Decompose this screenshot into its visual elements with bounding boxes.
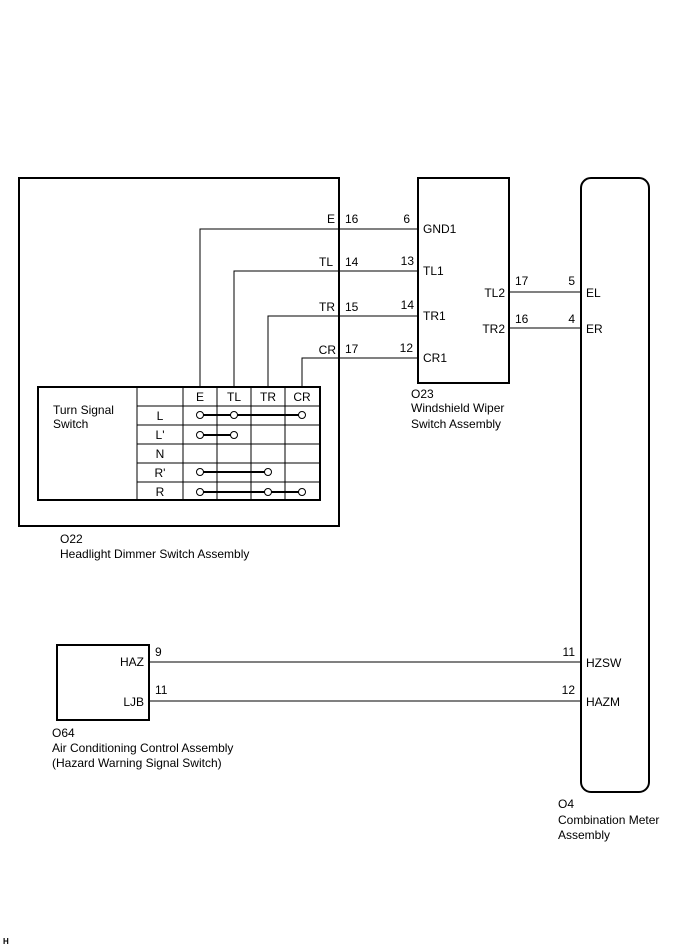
el-left-pin: 17 <box>515 274 529 288</box>
cr-left-pin: 17 <box>345 342 359 356</box>
o4-code: O4 <box>558 797 574 811</box>
tl1-terminal: TL1 <box>423 264 444 278</box>
ljb-left-pin: 11 <box>155 683 168 697</box>
tl-label: TL <box>319 255 333 269</box>
switch-col-tl: TL <box>227 390 241 404</box>
footer-mark: H <box>3 937 9 946</box>
tr2-terminal: TR2 <box>482 322 505 336</box>
o4-name-line1: Combination Meter <box>558 813 659 827</box>
switch-col-cr: CR <box>293 390 311 404</box>
e-right-pin: 6 <box>403 212 410 226</box>
haz-left-pin: 9 <box>155 645 162 659</box>
o22-name: Headlight Dimmer Switch Assembly <box>60 547 249 561</box>
o23-box <box>417 177 510 384</box>
tr1-terminal: TR1 <box>423 309 446 323</box>
tr-left-pin: 15 <box>345 300 359 314</box>
wire-tr <box>267 315 418 387</box>
er-terminal: ER <box>586 322 603 336</box>
switch-row-n: N <box>156 447 165 461</box>
o23-name-line1: Windshield Wiper <box>411 401 504 415</box>
e-left-pin: 16 <box>345 212 359 226</box>
hzsw-right-pin: 11 <box>563 645 576 659</box>
switch-connections <box>196 411 306 496</box>
o64-name-line1: Air Conditioning Control Assembly <box>52 741 233 755</box>
el-right-pin: 5 <box>568 274 575 288</box>
o23-name-line2: Switch Assembly <box>411 417 501 431</box>
switch-row-l-prime: L' <box>156 428 165 442</box>
hazm-right-pin: 12 <box>562 683 576 697</box>
o64-code: O64 <box>52 726 75 740</box>
haz-terminal: HAZ <box>120 655 144 669</box>
er-left-pin: 16 <box>515 312 529 326</box>
switch-row-r: R <box>156 485 165 499</box>
cr1-terminal: CR1 <box>423 351 447 365</box>
ljb-terminal: LJB <box>123 695 144 709</box>
er-right-pin: 4 <box>568 312 575 326</box>
o4-name-line2: Assembly <box>558 828 610 842</box>
o64-name-line2: (Hazard Warning Signal Switch) <box>52 756 222 770</box>
wire-e <box>199 228 418 387</box>
tl-right-pin: 13 <box>401 254 415 268</box>
o22-box <box>18 177 340 527</box>
o22-code: O22 <box>60 532 83 546</box>
switch-grid <box>136 387 320 500</box>
tl2-terminal: TL2 <box>484 286 505 300</box>
o23-code: O23 <box>411 387 434 401</box>
o64-box <box>56 644 150 721</box>
switch-col-e: E <box>196 390 204 404</box>
switch-col-tr: TR <box>260 390 276 404</box>
hazm-terminal: HAZM <box>586 695 620 709</box>
o4-box <box>580 177 650 793</box>
tr-right-pin: 14 <box>401 298 415 312</box>
wire-tl <box>233 270 418 387</box>
tr-label: TR <box>319 300 335 314</box>
switch-label-line1: Turn Signal <box>53 403 114 417</box>
hzsw-terminal: HZSW <box>586 656 622 670</box>
wire-cr <box>301 357 418 387</box>
cr-label: CR <box>319 343 337 357</box>
gnd1-terminal: GND1 <box>423 222 457 236</box>
switch-label-line2: Switch <box>53 417 88 431</box>
tl-left-pin: 14 <box>345 255 359 269</box>
e-label: E <box>327 212 335 226</box>
cr-right-pin: 12 <box>400 341 414 355</box>
el-terminal: EL <box>586 286 601 300</box>
switch-row-l: L <box>157 409 164 423</box>
switch-row-r-prime: R' <box>155 466 166 480</box>
